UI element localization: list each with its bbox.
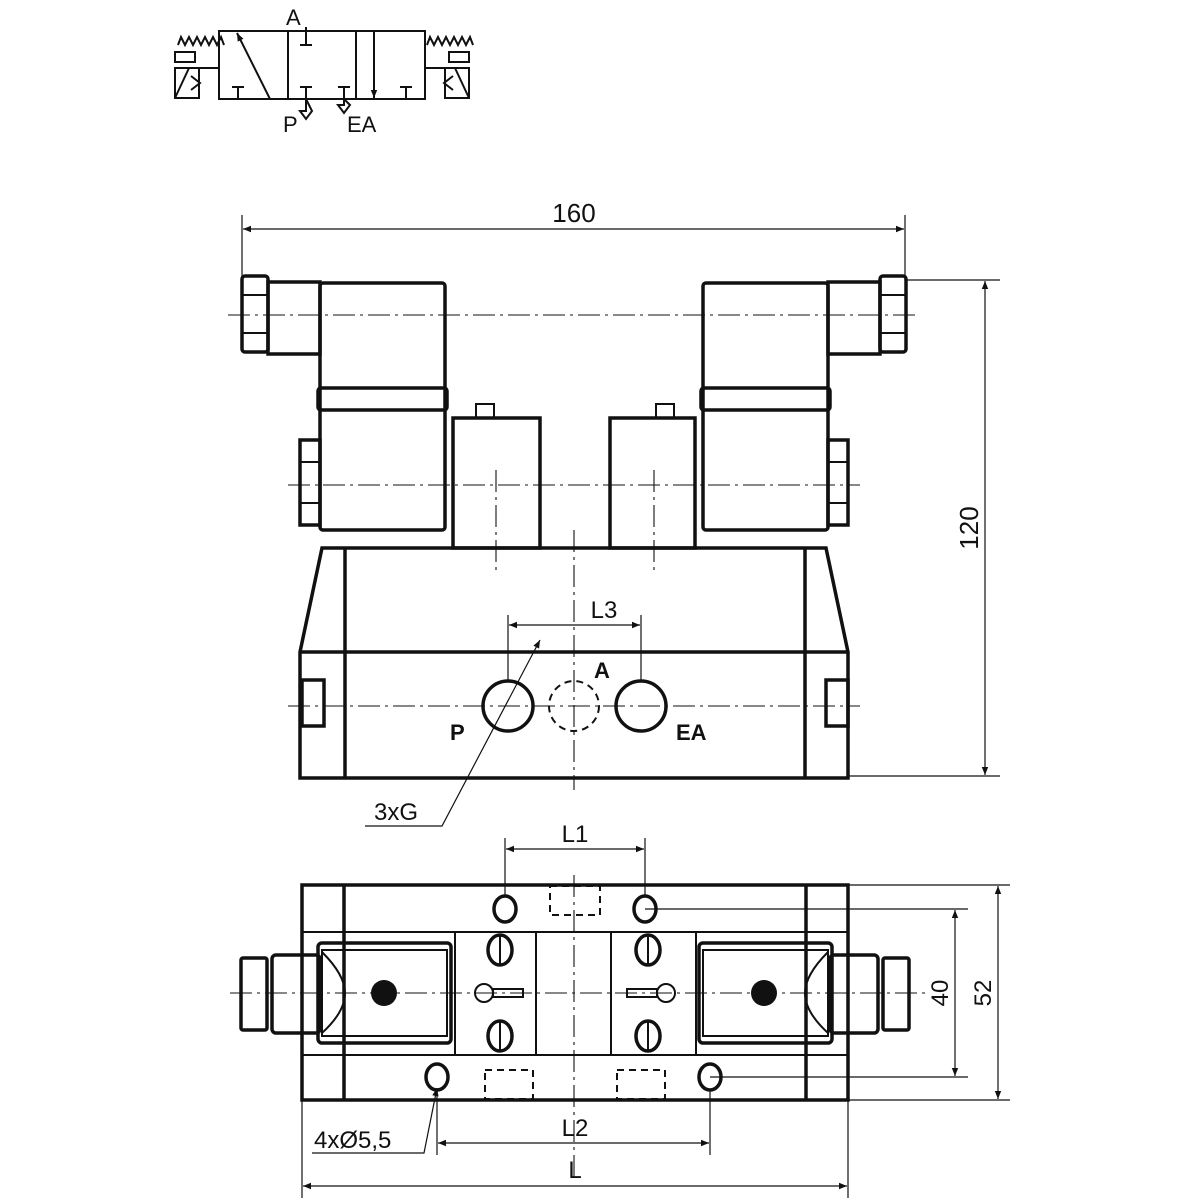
dim-40: 40 [927,980,954,1007]
dim-l1: L1 [562,821,589,848]
bottom-view: L1 L2 L 40 52 4xØ5,5 [230,821,1010,1198]
label-3xg: 3xG [374,799,418,826]
dim-height-120: 120 [954,506,984,549]
dim-l: L [568,1157,581,1184]
symbol-port-a: A [286,5,301,30]
label-port-ea: EA [676,720,707,745]
label-holes: 4xØ5,5 [314,1127,391,1154]
dim-l2: L2 [562,1115,589,1142]
dim-l3: L3 [591,597,618,624]
label-port-p: P [450,720,465,745]
symbol-port-ea: EA [347,112,377,137]
symbol-port-p: P [283,112,298,137]
dim-52: 52 [970,980,997,1007]
front-view: 160 120 [228,198,1000,827]
dim-width-160: 160 [552,198,595,228]
valve-body [298,546,850,780]
valve-symbol: A P EA [174,5,474,137]
left-solenoid-coil [240,274,542,550]
label-port-a: A [594,658,610,683]
